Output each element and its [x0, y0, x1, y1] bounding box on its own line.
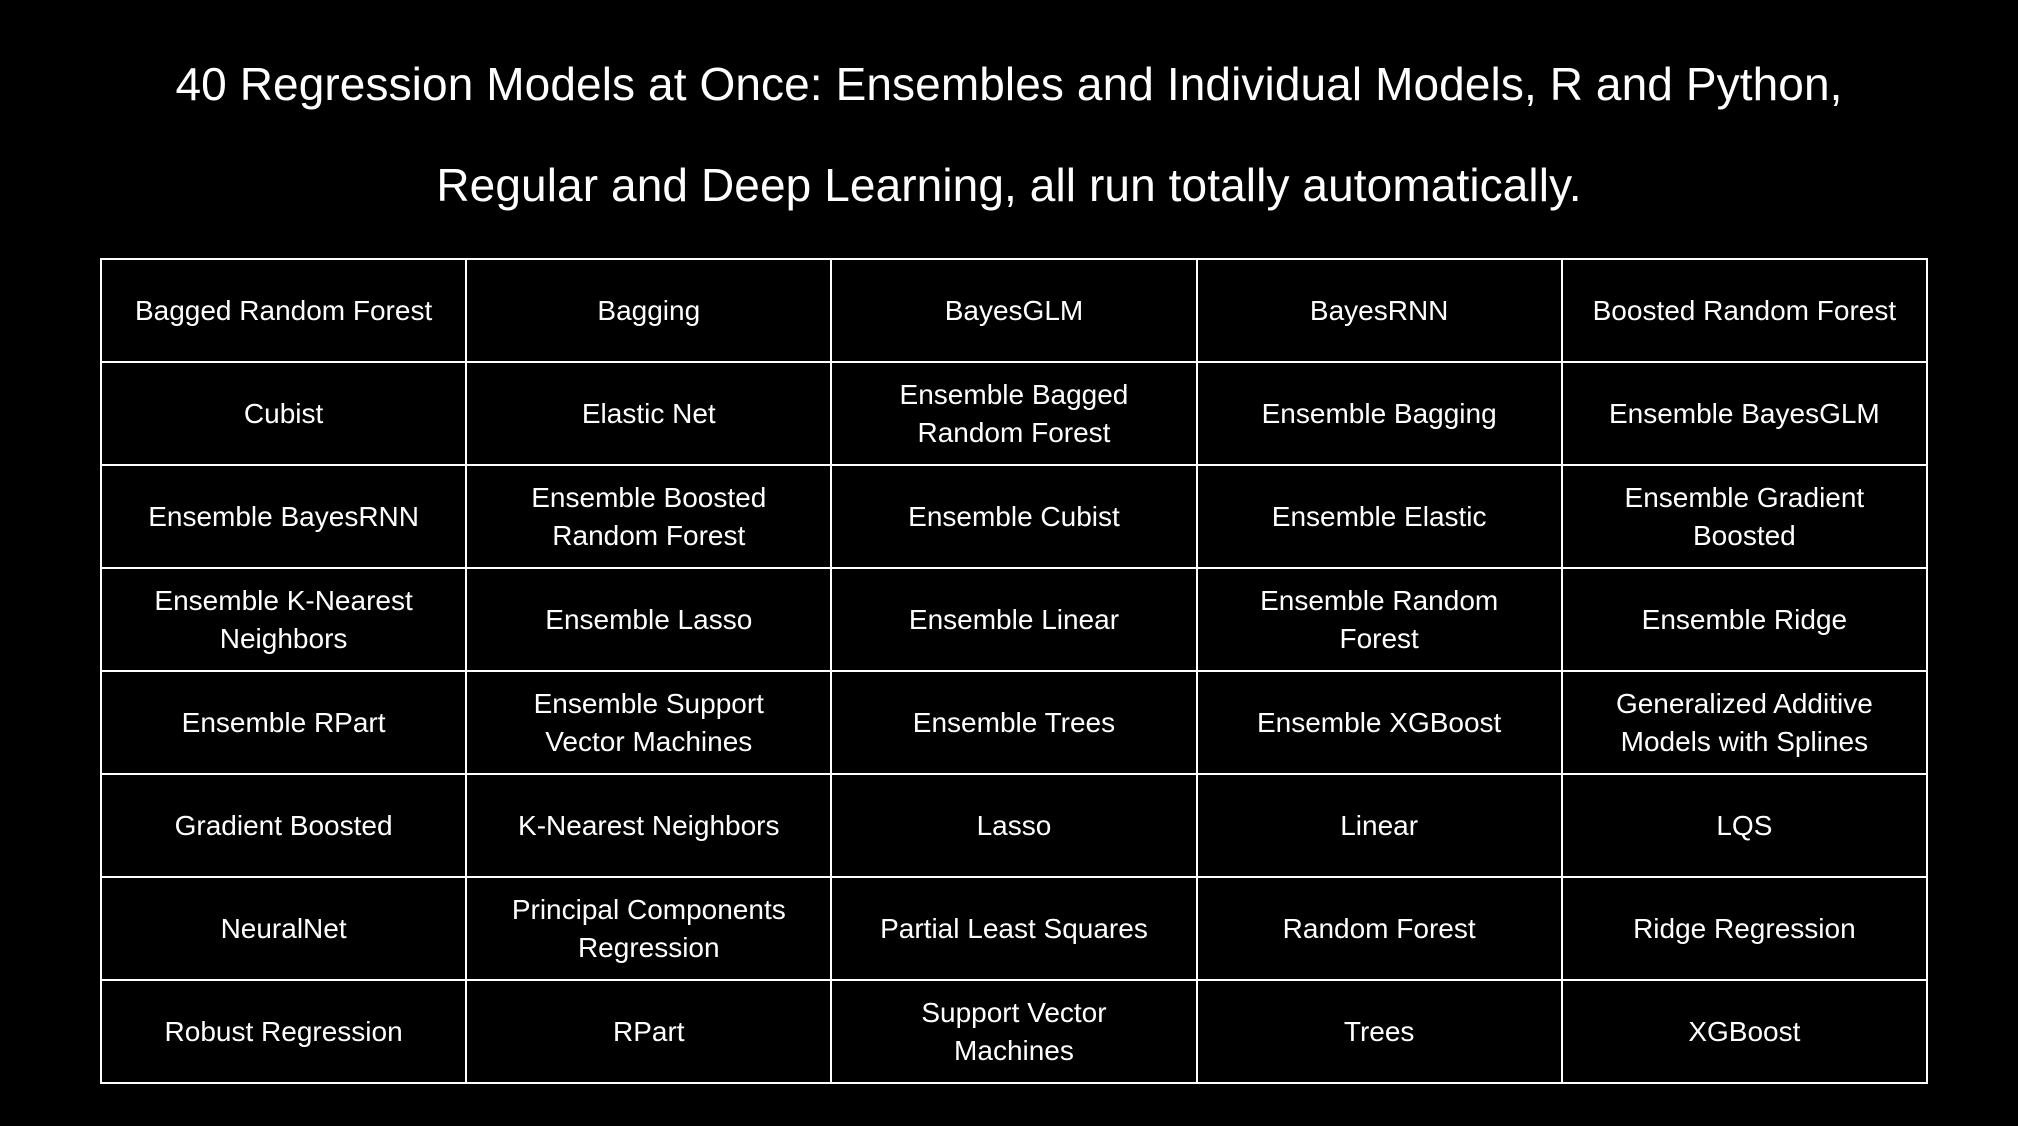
model-name: Gradient Boosted — [174, 809, 393, 841]
model-name: Ensemble Bagging — [1261, 397, 1497, 429]
model-name: Ensemble K-Nearest Neighbors — [154, 584, 413, 654]
model-name: LQS — [1716, 809, 1773, 841]
table-cell: Ridge Regression — [1560, 876, 1929, 981]
table-row: Ensemble BayesRNN Ensemble Boosted Rando… — [99, 464, 1929, 569]
model-name: Ensemble Gradient Boosted — [1624, 481, 1865, 551]
table-cell: Bagged Random Forest — [99, 258, 468, 363]
title-line-1: 40 Regression Models at Once: Ensembles … — [175, 58, 1843, 110]
model-name: BayesGLM — [944, 294, 1084, 326]
table-cell: BayesRNN — [1195, 258, 1563, 363]
table-cell: Ensemble RPart — [99, 670, 468, 775]
model-name: Elastic Net — [581, 397, 716, 429]
table-cell: Bagging — [465, 258, 833, 363]
table-cell: Gradient Boosted — [99, 773, 468, 878]
model-name: Linear — [1340, 809, 1419, 841]
table-cell: Cubist — [99, 361, 468, 466]
model-name: Ensemble Random Forest — [1260, 584, 1499, 654]
table-cell: Ensemble Bagged Random Forest — [830, 361, 1198, 466]
table-cell: Ensemble BayesGLM — [1560, 361, 1929, 466]
model-name: BayesRNN — [1309, 294, 1449, 326]
slide-title: 40 Regression Models at Once: Ensembles … — [0, 34, 2018, 236]
table-cell: Ensemble Linear — [830, 567, 1198, 672]
table-cell: Ensemble Support Vector Machines — [465, 670, 833, 775]
table-row: Gradient Boosted K-Nearest Neighbors Las… — [99, 773, 1929, 878]
model-list-table: Bagged Random Forest Bagging BayesGLM Ba… — [99, 258, 1929, 1084]
table-cell: Generalized Additive Models with Splines — [1560, 670, 1929, 775]
table-cell: Ensemble BayesRNN — [99, 464, 468, 569]
model-name: Ensemble Bagged Random Forest — [899, 378, 1129, 448]
model-name: K-Nearest Neighbors — [518, 809, 780, 841]
model-name: Support Vector Machines — [921, 996, 1107, 1066]
table-row: Bagged Random Forest Bagging BayesGLM Ba… — [99, 258, 1929, 363]
table-cell: Boosted Random Forest — [1560, 258, 1929, 363]
model-name: Boosted Random Forest — [1592, 294, 1897, 326]
table-cell: Ensemble Random Forest — [1195, 567, 1563, 672]
model-name: Generalized Additive Models with Splines — [1615, 687, 1873, 757]
model-name: RPart — [612, 1015, 685, 1047]
table-cell: Ensemble Cubist — [830, 464, 1198, 569]
table-cell: Ensemble K-Nearest Neighbors — [99, 567, 468, 672]
table-cell: Principal Components Regression — [465, 876, 833, 981]
table-cell: Ensemble Ridge — [1560, 567, 1929, 672]
model-name: Ensemble BayesGLM — [1608, 397, 1880, 429]
model-name: Ensemble Elastic — [1271, 500, 1487, 532]
model-name: XGBoost — [1688, 1015, 1801, 1047]
table-cell: Ensemble Bagging — [1195, 361, 1563, 466]
table-cell: Elastic Net — [465, 361, 833, 466]
model-name: Robust Regression — [164, 1015, 403, 1047]
table-cell: Random Forest — [1195, 876, 1563, 981]
model-name: Random Forest — [1282, 912, 1476, 944]
model-name: Ensemble XGBoost — [1256, 706, 1502, 738]
table-row: Cubist Elastic Net Ensemble Bagged Rando… — [99, 361, 1929, 466]
table-cell: Lasso — [830, 773, 1198, 878]
model-name: Ensemble RPart — [181, 706, 386, 738]
model-table-body: Bagged Random Forest Bagging BayesGLM Ba… — [99, 258, 1929, 1084]
model-name: Ensemble Support Vector Machines — [533, 687, 764, 757]
table-row: Ensemble RPart Ensemble Support Vector M… — [99, 670, 1929, 775]
table-row: Ensemble K-Nearest Neighbors Ensemble La… — [99, 567, 1929, 672]
model-name: Lasso — [976, 809, 1052, 841]
table-cell: Linear — [1195, 773, 1563, 878]
table-row: Robust Regression RPart Support Vector M… — [99, 979, 1929, 1084]
table-cell: Ensemble Elastic — [1195, 464, 1563, 569]
table-cell: Ensemble XGBoost — [1195, 670, 1563, 775]
model-name: Ensemble Trees — [912, 706, 1116, 738]
table-cell: NeuralNet — [99, 876, 468, 981]
model-name: Ridge Regression — [1633, 912, 1856, 944]
table-cell: Robust Regression — [99, 979, 468, 1084]
model-name: Ensemble Linear — [908, 603, 1120, 635]
model-name: Trees — [1343, 1015, 1415, 1047]
table-row: NeuralNet Principal Components Regressio… — [99, 876, 1929, 981]
table-cell: Partial Least Squares — [830, 876, 1198, 981]
table-cell: K-Nearest Neighbors — [465, 773, 833, 878]
model-name: NeuralNet — [220, 912, 347, 944]
table-cell: Ensemble Lasso — [465, 567, 833, 672]
table-cell: Ensemble Trees — [830, 670, 1198, 775]
model-name: Partial Least Squares — [880, 912, 1148, 944]
table-cell: XGBoost — [1560, 979, 1929, 1084]
table-cell: Support Vector Machines — [830, 979, 1198, 1084]
table-cell: Ensemble Gradient Boosted — [1560, 464, 1929, 569]
model-name: Principal Components Regression — [511, 893, 786, 963]
model-name: Cubist — [243, 397, 324, 429]
table-cell: RPart — [465, 979, 833, 1084]
table-cell: LQS — [1560, 773, 1929, 878]
model-name: Bagging — [597, 294, 701, 326]
table-cell: Ensemble Boosted Random Forest — [465, 464, 833, 569]
model-name: Ensemble BayesRNN — [148, 500, 419, 532]
model-name: Ensemble Lasso — [545, 603, 753, 635]
model-name: Ensemble Cubist — [908, 500, 1120, 532]
model-name: Ensemble Ridge — [1641, 603, 1848, 635]
table-cell: Trees — [1195, 979, 1563, 1084]
table-cell: BayesGLM — [830, 258, 1198, 363]
title-line-2: Regular and Deep Learning, all run total… — [436, 159, 1582, 211]
model-name: Bagged Random Forest — [134, 294, 433, 326]
model-table-container: Bagged Random Forest Bagging BayesGLM Ba… — [99, 258, 1929, 1084]
model-name: Ensemble Boosted Random Forest — [531, 481, 767, 551]
